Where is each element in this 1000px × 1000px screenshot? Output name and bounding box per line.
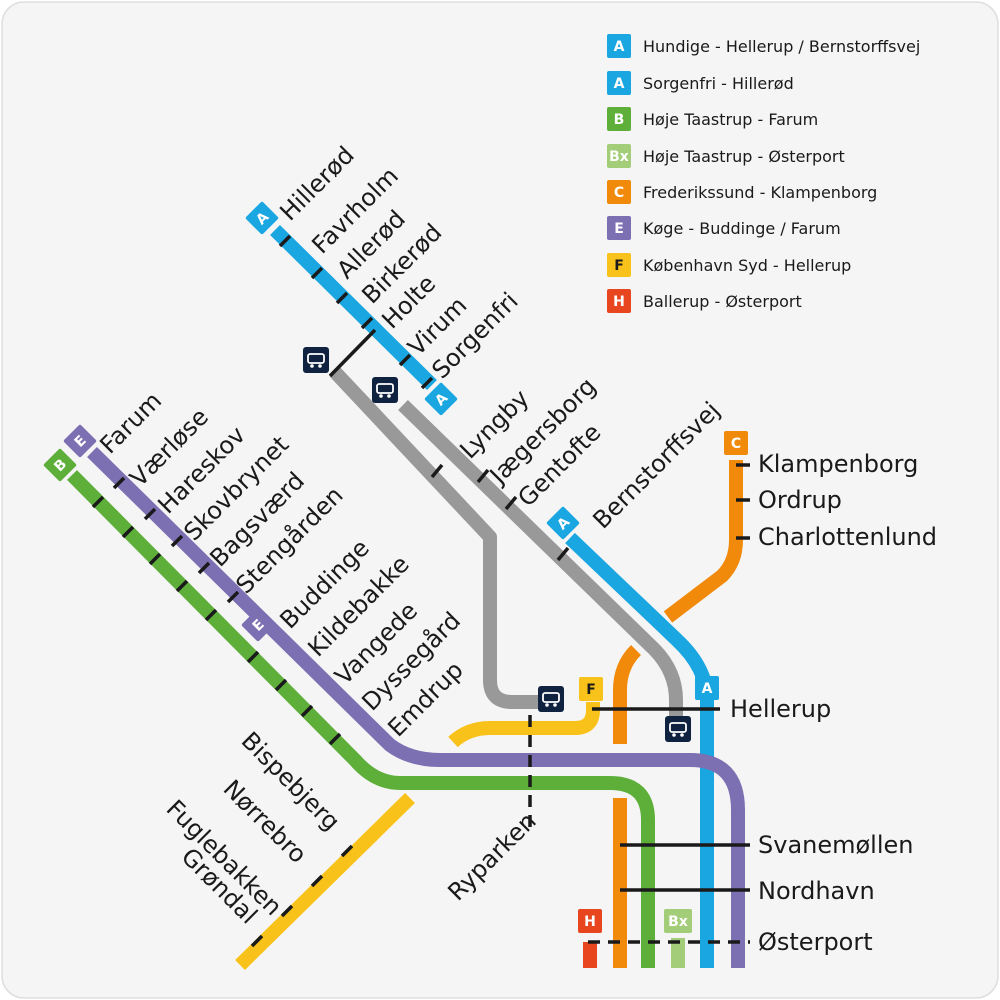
legend-label: Ballerup - Østerport (643, 292, 802, 311)
line-f-east (448, 702, 600, 748)
legend-badge (607, 253, 631, 277)
legend-badge (607, 180, 631, 204)
gray-line-holte (329, 367, 545, 709)
svg-text:C: C (731, 436, 741, 452)
legend-label: Høje Taastrup - Farum (643, 110, 818, 129)
svg-text:F: F (586, 682, 596, 698)
bus-icon (538, 686, 564, 712)
line-f-west (235, 793, 415, 970)
station-svanemollen: Svanemøllen (758, 831, 914, 859)
legend-item: A Hundige - Hellerup / Bernstorffsvej (607, 34, 920, 58)
legend-item: E Køge - Buddinge / Farum (607, 216, 841, 240)
station-hellerup: Hellerup (730, 695, 831, 723)
legend-badge-text: H (613, 294, 625, 310)
bus-icon (303, 347, 329, 373)
badge-a-bernstorffsvej: A (546, 506, 580, 540)
badge-a-hillerod: A (245, 201, 279, 235)
badge-e-farum: E (63, 424, 97, 458)
svg-text:A: A (702, 681, 713, 697)
svg-text:H: H (584, 914, 596, 930)
legend-badge-text: C (614, 185, 624, 201)
svg-text:Bx: Bx (668, 914, 688, 930)
legend-item: A Sorgenfri - Hillerød (607, 71, 794, 95)
station-ticks (91, 234, 750, 948)
badge-a-sorgenfri: A (424, 382, 458, 416)
legend-badge (607, 107, 631, 131)
bus-icon (372, 377, 398, 403)
line-c-hellerup (613, 645, 642, 744)
badge-bx-osterport: Bx (664, 909, 692, 933)
legend-label: Frederikssund - Klampenborg (643, 183, 877, 202)
station-nordhavn: Nordhavn (758, 877, 875, 905)
station-klampenborg: Klampenborg (758, 450, 918, 478)
legend-badge-text: E (614, 221, 624, 237)
legend-badge (607, 34, 631, 58)
legend-label: Køge - Buddinge / Farum (643, 219, 841, 238)
legend-item: F København Syd - Hellerup (607, 253, 851, 277)
badge-f-hellerup: F (579, 677, 603, 701)
station-ordrup: Ordrup (758, 486, 842, 514)
legend-item: C Frederikssund - Klampenborg (607, 180, 877, 204)
legend: A Hundige - Hellerup / Bernstorffsvej A … (607, 34, 920, 313)
station-osterport: Østerport (758, 928, 873, 956)
badge-b-farum: B (43, 448, 77, 482)
legend-badge-text: B (614, 112, 625, 128)
legend-label: Sorgenfri - Hillerød (643, 74, 794, 93)
badge-h-osterport: H (578, 909, 602, 933)
legend-label: Høje Taastrup - Østerport (643, 147, 845, 166)
legend-badge-text: F (614, 258, 624, 274)
legend-item: Bx Høje Taastrup - Østerport (607, 144, 845, 168)
legend-badge-text: A (614, 39, 625, 55)
legend-badge-text: A (614, 76, 625, 92)
bus-icon (665, 716, 691, 742)
legend-badge (607, 144, 631, 168)
badge-c-klampenborg: C (724, 431, 748, 455)
legend-label: Hundige - Hellerup / Bernstorffsvej (643, 37, 920, 56)
legend-item: H Ballerup - Østerport (607, 289, 802, 313)
line-e (87, 447, 745, 968)
legend-badge-text: Bx (609, 149, 629, 165)
legend-badge (607, 71, 631, 95)
badge-e-buddinge: E (241, 608, 275, 642)
gray-line-sorgenfri (398, 399, 683, 716)
station-charlottenlund: Charlottenlund (758, 523, 937, 551)
holte-interchange-bar (328, 328, 377, 378)
badge-a-hellerup: A (695, 676, 719, 700)
legend-label: København Syd - Hellerup (643, 256, 851, 275)
legend-item: B Høje Taastrup - Farum (607, 107, 818, 131)
line-b (67, 470, 655, 968)
line-c-north (663, 460, 743, 623)
legend-badge (607, 216, 631, 240)
legend-badge (607, 289, 631, 313)
